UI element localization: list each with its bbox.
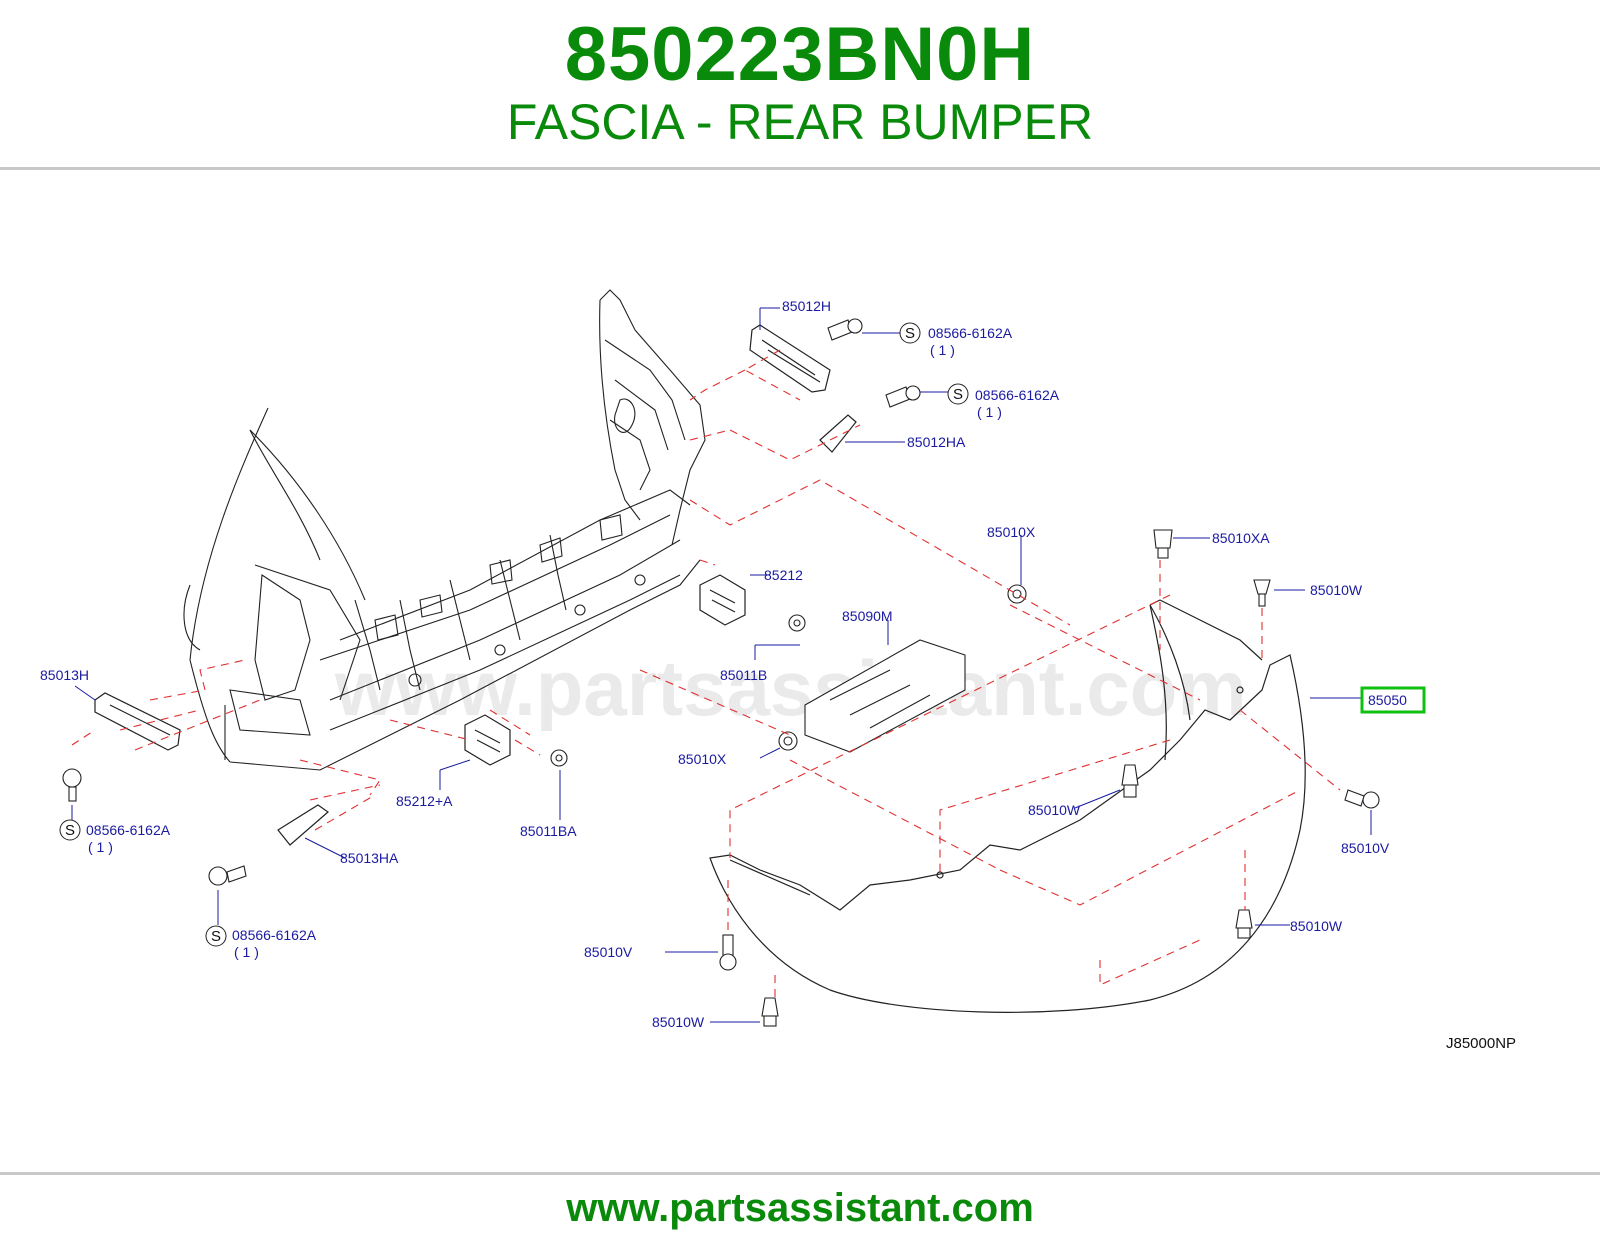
- footer-divider: [0, 1172, 1600, 1175]
- callout-85013H[interactable]: 85013H: [40, 667, 89, 683]
- callout-85012H[interactable]: 85012H: [782, 298, 831, 314]
- callout-85011B[interactable]: 85011B: [720, 667, 767, 683]
- bracket-85013HA: [277, 804, 329, 846]
- callout-85212A[interactable]: 85212+A: [396, 793, 453, 809]
- callout-85010V-right[interactable]: 85010V: [1341, 840, 1390, 856]
- callout-85090M[interactable]: 85090M: [842, 608, 893, 624]
- footer-website-link[interactable]: www.partsassistant.com: [566, 1186, 1034, 1230]
- callout-85010X-mid[interactable]: 85010X: [678, 751, 727, 767]
- rear-bumper-fascia: [709, 599, 1306, 1013]
- bracket-85012HA: [819, 414, 857, 453]
- bracket-85212: [699, 574, 746, 626]
- callout-08566-a[interactable]: 08566-6162A: [928, 325, 1013, 341]
- s-marker-b: S: [947, 383, 969, 405]
- fasteners: [62, 318, 1380, 1027]
- s-marker-c: S: [59, 819, 81, 841]
- vehicle-rear-body: [183, 289, 706, 771]
- callout-85010X-top[interactable]: 85010X: [987, 524, 1036, 540]
- callout-qty-c: ( 1 ): [88, 839, 113, 855]
- diagram-code: J85000NP: [1446, 1035, 1516, 1052]
- alignment-lines: [71, 349, 1341, 998]
- highlighted-part-box: [1360, 686, 1426, 714]
- bracket-85212A: [464, 714, 511, 766]
- callout-08566-d[interactable]: 08566-6162A: [232, 927, 317, 943]
- callout-08566-c[interactable]: 08566-6162A: [86, 822, 171, 838]
- callout-85050[interactable]: 85050: [1368, 692, 1407, 708]
- callout-qty-d: ( 1 ): [234, 944, 259, 960]
- callout-85012HA[interactable]: 85012HA: [907, 434, 966, 450]
- callout-85010W-top-right[interactable]: 85010W: [1310, 582, 1363, 598]
- svg-text:S: S: [65, 822, 75, 839]
- svg-text:S: S: [905, 325, 915, 342]
- bracket-85013H: [94, 692, 181, 751]
- s-marker-d: S: [205, 925, 227, 947]
- callout-85010W-bottom-right[interactable]: 85010W: [1290, 918, 1343, 934]
- leader-lines: [71, 307, 1372, 1023]
- header-divider: [0, 167, 1600, 170]
- s-marker-a: S: [899, 322, 921, 344]
- callout-85010W-mid[interactable]: 85010W: [1028, 802, 1081, 818]
- callout-85010W-bottom[interactable]: 85010W: [652, 1014, 705, 1030]
- callout-qty-a: ( 1 ): [930, 342, 955, 358]
- callout-08566-b[interactable]: 08566-6162A: [975, 387, 1060, 403]
- callout-85013HA[interactable]: 85013HA: [340, 850, 399, 866]
- part-number-title: 850223BN0H: [564, 12, 1036, 97]
- callout-85010XA[interactable]: 85010XA: [1212, 530, 1270, 546]
- callout-85212[interactable]: 85212: [764, 567, 803, 583]
- watermark-text: www.partsassistant.com: [334, 644, 1247, 732]
- svg-text:S: S: [211, 928, 221, 945]
- callout-qty-b: ( 1 ): [977, 404, 1002, 420]
- callout-85010V-left[interactable]: 85010V: [584, 944, 633, 960]
- bracket-85012H: [749, 324, 831, 393]
- svg-text:S: S: [953, 386, 963, 403]
- part-name-subtitle: FASCIA - REAR BUMPER: [506, 94, 1094, 150]
- callout-85011BA[interactable]: 85011BA: [520, 823, 577, 839]
- energy-absorber: [804, 639, 966, 753]
